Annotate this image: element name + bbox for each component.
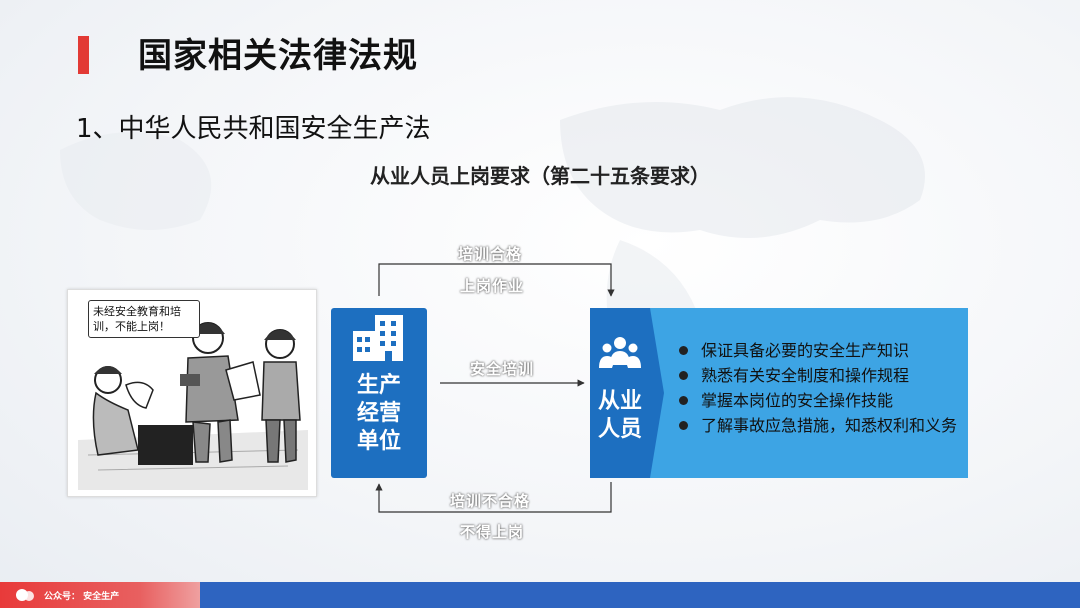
personnel-label: 从业人员 [590, 388, 650, 444]
speech-bubble: 未经安全教育和培训，不能上岗！ [88, 300, 200, 338]
requirement-item: 了解事故应急措施，知悉权利和义务 [677, 413, 957, 438]
requirement-item: 熟悉有关安全制度和操作规程 [677, 363, 957, 388]
diagram-heading: 从业人员上岗要求（第二十五条要求） [370, 164, 710, 188]
title-accent-bar [78, 36, 89, 74]
requirement-item: 保证具备必要的安全生产知识 [677, 338, 957, 363]
people-group-icon [599, 337, 641, 368]
requirement-item: 掌握本岗位的安全操作技能 [677, 388, 957, 413]
top-flow-arrow [378, 263, 615, 297]
personnel-pointer [650, 308, 664, 478]
wechat-logo-icon [16, 589, 34, 601]
bottom-flow-label-2: 不得上岗 [460, 523, 525, 541]
production-unit-label: 生产经营单位 [331, 372, 427, 456]
middle-flow-label: 安全培训 [470, 360, 535, 378]
requirements-list: 保证具备必要的安全生产知识 熟悉有关安全制度和操作规程 掌握本岗位的安全操作技能… [677, 338, 957, 438]
top-flow-label-2: 上岗作业 [460, 277, 525, 295]
building-icon [353, 315, 403, 361]
page-title: 国家相关法律法规 [138, 36, 418, 76]
section-subtitle: 1、中华人民共和国安全生产法 [76, 114, 431, 144]
requirements-panel [650, 308, 968, 478]
personnel-text: 从业人员 [598, 389, 643, 442]
production-unit-text: 生产经营单位 [356, 373, 401, 454]
bottom-flow-arrow [375, 482, 612, 513]
personnel-box [590, 308, 650, 478]
top-flow-label-1: 培训合格 [458, 245, 523, 263]
bottom-flow-label-1: 培训不合格 [450, 492, 531, 510]
footer-account-text: 公众号： 安全生产 [44, 592, 120, 602]
